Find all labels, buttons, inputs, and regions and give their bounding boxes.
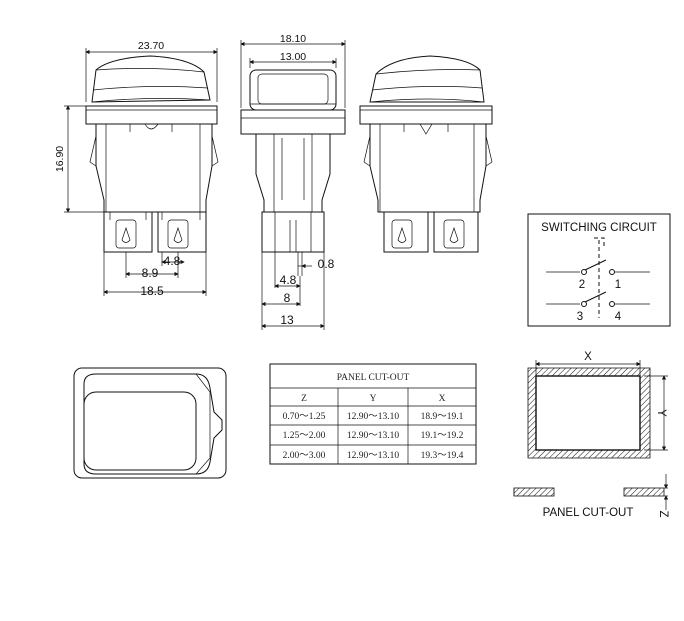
table-cell: 12.90～13.10 xyxy=(347,451,400,461)
side-base-dim: 13 xyxy=(280,313,294,327)
terminal-4: 4 xyxy=(615,311,622,323)
pin-span-dim: 18.5 xyxy=(140,284,164,298)
cutout-caption: PANEL CUT-OUT xyxy=(543,507,634,519)
terminal-1: 1 xyxy=(615,279,621,291)
rear-view xyxy=(359,55,493,253)
cutout-z-label: Z xyxy=(657,510,669,517)
side-pin-offset-dim: 4.8 xyxy=(280,273,297,287)
table-header-x: X xyxy=(439,394,446,404)
side-total-dim: 18.10 xyxy=(280,33,306,45)
cutout-y-label: Y xyxy=(655,409,667,417)
table-header-y: Y xyxy=(370,394,377,404)
side-view: 18.10 13.00 0.8 4.8 8 13 xyxy=(240,33,346,330)
table-title: PANEL CUT-OUT xyxy=(337,373,410,383)
table-cell: 18.9～19.1 xyxy=(421,412,464,422)
table-cell: 0.70～1.25 xyxy=(283,412,326,422)
cutout-x-label: X xyxy=(584,351,592,363)
table-cell: 12.90～13.10 xyxy=(347,431,400,441)
table-cell: 19.3～19.4 xyxy=(421,451,464,461)
terminal-2: 2 xyxy=(579,279,585,291)
pin-thickness-dim: 0.8 xyxy=(318,257,335,271)
front-height-dim: 16.90 xyxy=(54,146,66,172)
top-view xyxy=(73,367,227,479)
panel-cutout-table: PANEL CUT-OUT Z Y X 0.70～1.25 12.90～13.1… xyxy=(269,363,477,465)
table-cell: 12.90～13.10 xyxy=(347,412,400,422)
side-cap-dim: 13.00 xyxy=(280,51,306,63)
front-view: 23.70 16.90 4.8 8.9 18.5 xyxy=(54,40,219,298)
table-cell: 2.00～3.00 xyxy=(283,451,326,461)
pin-pitch-dim: 8.9 xyxy=(142,266,159,280)
pin-offset-dim: 4.8 xyxy=(164,254,181,268)
table-cell: 19.1～19.2 xyxy=(421,431,464,441)
switching-circuit-title: SWITCHING CIRCUIT xyxy=(541,222,657,234)
front-width-dim: 23.70 xyxy=(138,40,164,52)
table-cell: 1.25～2.00 xyxy=(283,431,326,441)
table-header-z: Z xyxy=(301,394,307,404)
switching-circuit-box: SWITCHING CIRCUIT 2 1 3 4 xyxy=(527,213,671,327)
terminal-3: 3 xyxy=(577,311,583,323)
panel-cutout-diagram: X Y Z PANEL CUT-OUT xyxy=(513,351,669,519)
side-pin-span-dim: 8 xyxy=(284,291,291,305)
